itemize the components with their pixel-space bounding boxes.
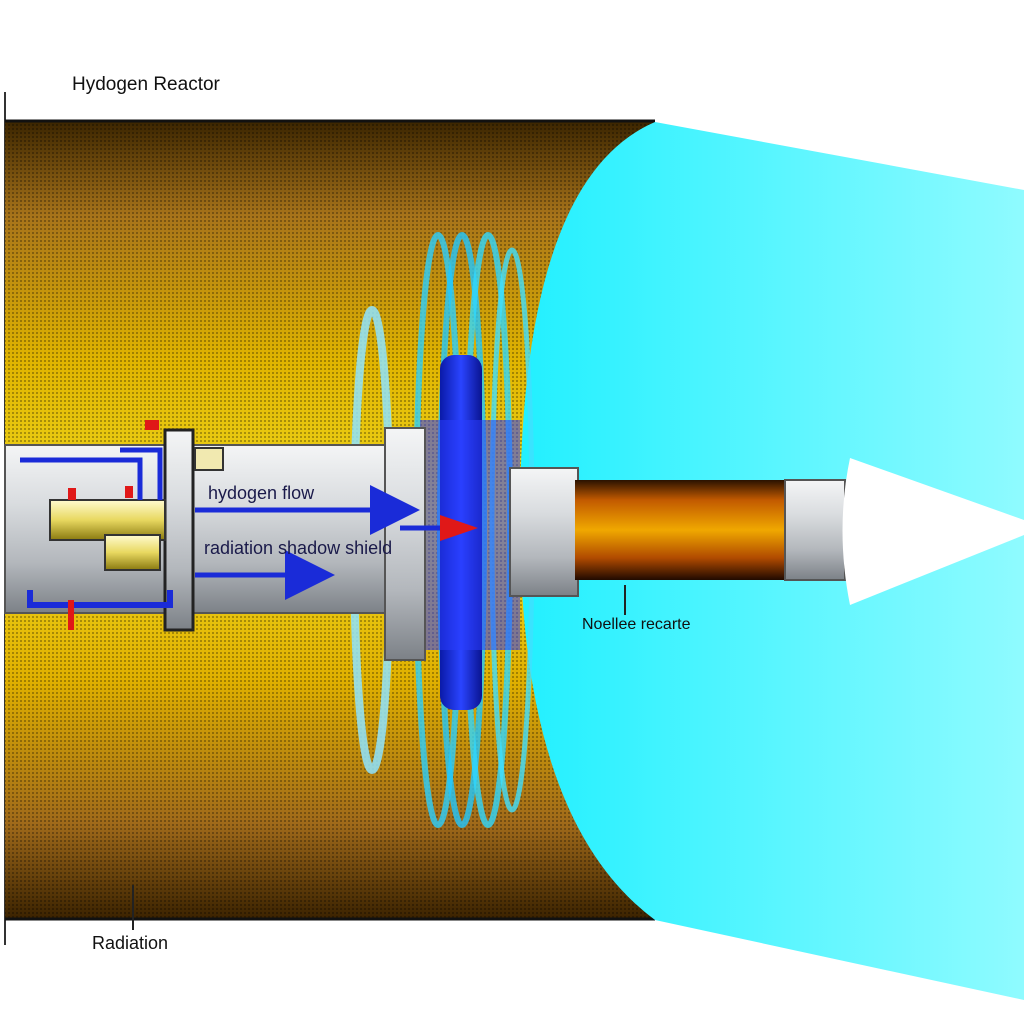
sensor-red-4 bbox=[145, 420, 159, 430]
radiation-label: Radiation bbox=[92, 933, 168, 954]
sensor-red-2 bbox=[125, 486, 133, 498]
diagram-title: Hydogen Reactor bbox=[72, 74, 220, 96]
nozzle-barrel bbox=[575, 480, 790, 580]
hydrogen-flow-label: hydogen flow bbox=[208, 483, 314, 504]
nozzle-collar bbox=[510, 468, 578, 596]
shadow-shield-label: radiation shadow shield bbox=[204, 538, 392, 559]
fuel-element-lower bbox=[105, 535, 160, 570]
shield-glow bbox=[420, 420, 520, 650]
sensor-red-1 bbox=[68, 488, 76, 500]
nozzle-tip-ring bbox=[785, 480, 845, 580]
valve-block bbox=[195, 448, 223, 470]
nozzle-label: Noellee recarte bbox=[582, 616, 691, 634]
sensor-red-3 bbox=[68, 600, 74, 630]
